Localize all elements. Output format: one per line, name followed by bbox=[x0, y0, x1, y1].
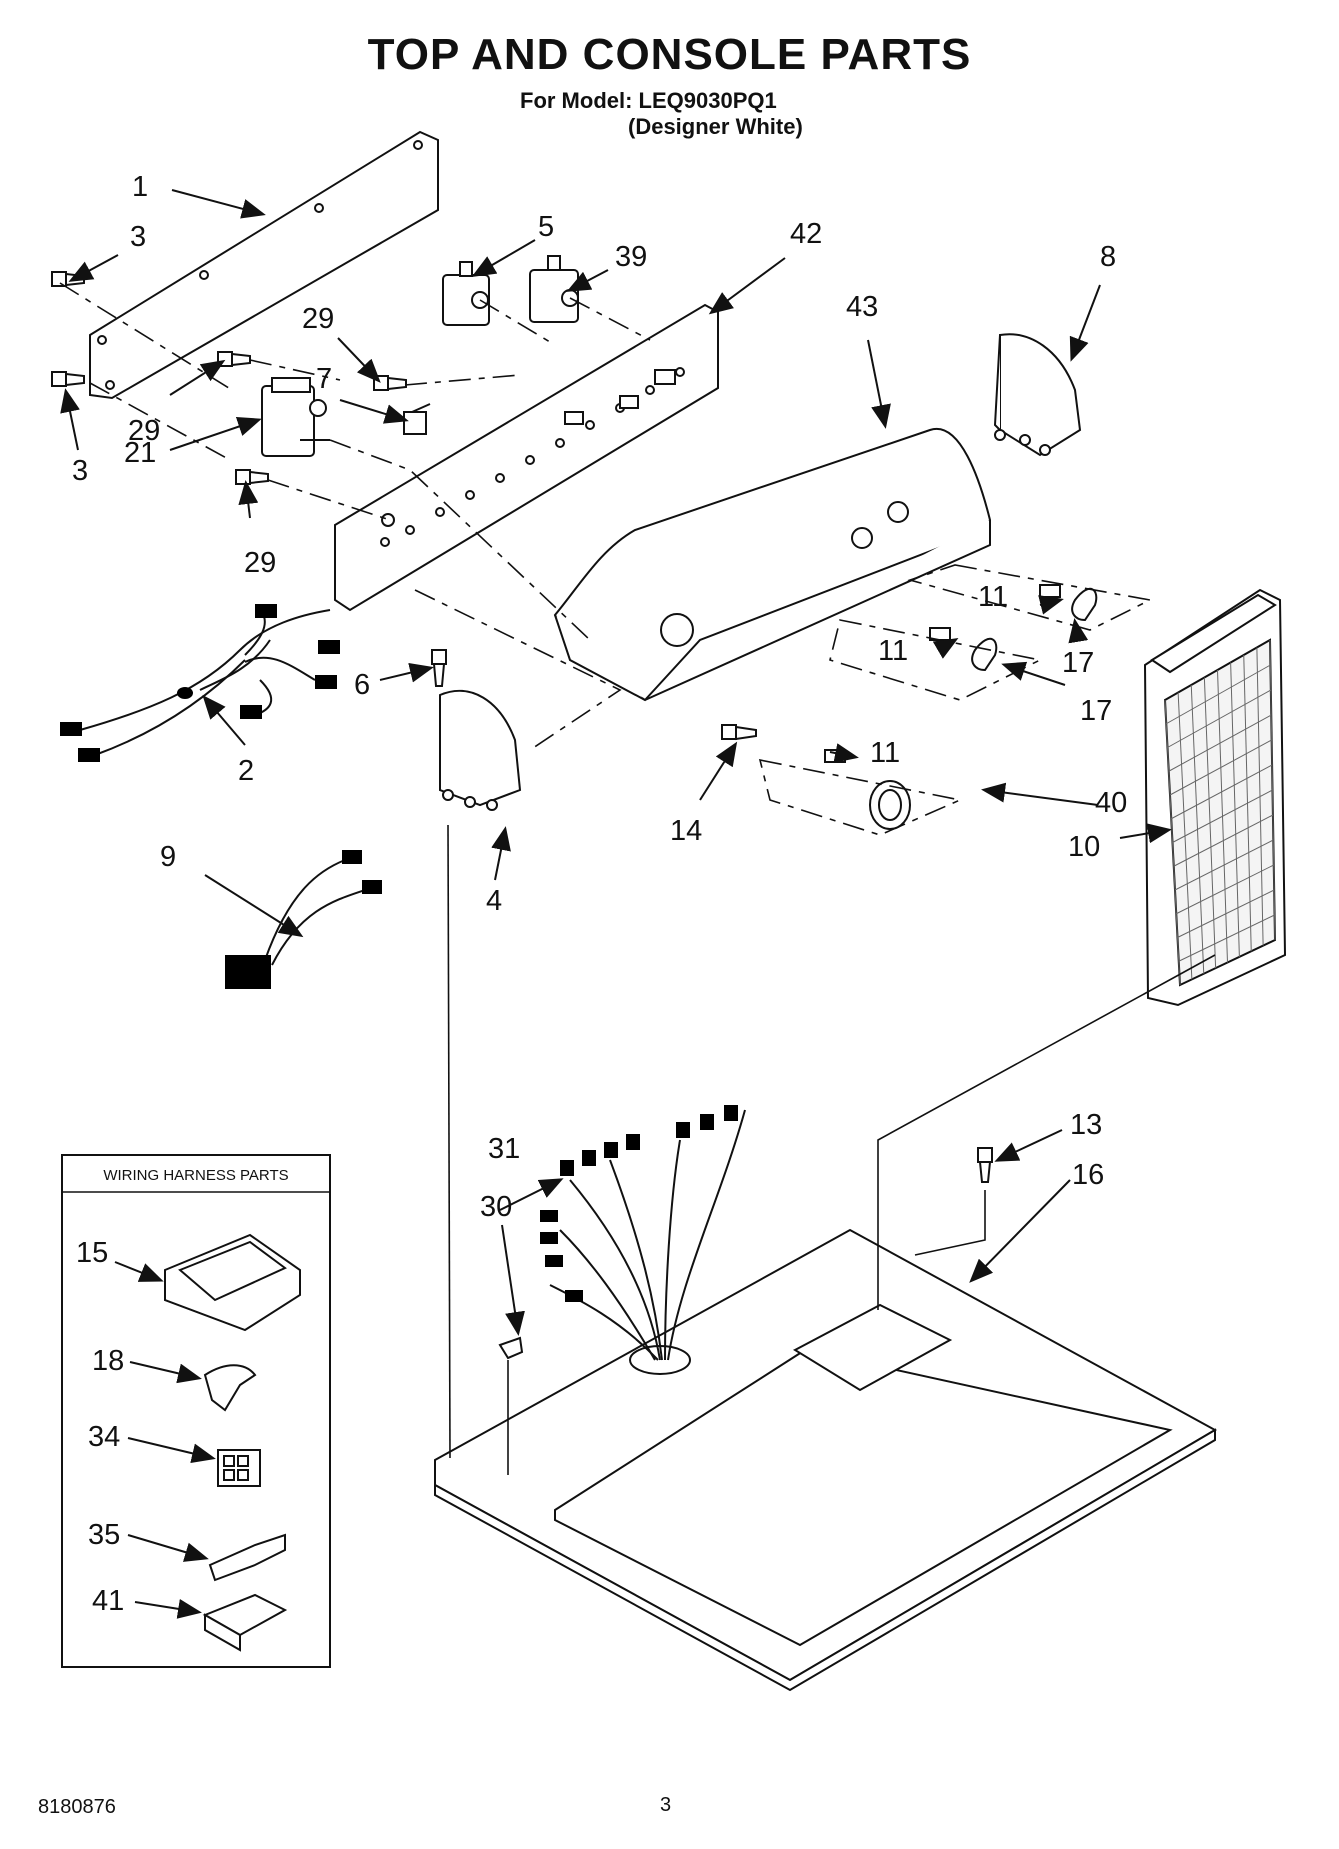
callout-8: 8 bbox=[1100, 241, 1116, 273]
part-31-main-harness bbox=[540, 1105, 746, 1361]
mesh-line bbox=[1174, 839, 1274, 891]
part-1-console-back-panel bbox=[89, 130, 439, 400]
callout-30: 30 bbox=[480, 1191, 512, 1223]
part-30-clip bbox=[498, 1336, 524, 1360]
harness-9-terminal-a bbox=[342, 850, 362, 864]
callout-6: 6 bbox=[354, 669, 370, 701]
lint-screen-mesh bbox=[1164, 639, 1276, 986]
callout-10: 10 bbox=[1068, 831, 1100, 863]
mesh-line bbox=[1176, 864, 1274, 915]
part-11-clip-upper bbox=[1039, 584, 1061, 598]
callout-35: 35 bbox=[88, 1519, 120, 1551]
part-7-clip bbox=[403, 403, 431, 435]
harness-2-terminal-e bbox=[315, 675, 337, 689]
part-41-connector bbox=[202, 1593, 288, 1652]
part-18-clip bbox=[203, 1364, 257, 1412]
mesh-line bbox=[1167, 689, 1272, 748]
callout-3-upper: 3 bbox=[130, 221, 146, 253]
part-43-console-housing bbox=[553, 427, 992, 702]
part-2-wire-harness bbox=[60, 604, 340, 762]
variant-line: (Designer White) bbox=[628, 114, 803, 139]
mesh-line bbox=[1172, 789, 1273, 843]
part-29-screw-left bbox=[217, 351, 251, 367]
mesh-line bbox=[1177, 889, 1275, 938]
callout-1: 1 bbox=[132, 171, 148, 203]
callout-39: 39 bbox=[615, 241, 647, 273]
part-13-screw bbox=[977, 1147, 993, 1183]
wiring-harness-parts-inset: WIRING HARNESS PARTS bbox=[61, 1154, 331, 1668]
callout-17-upper: 17 bbox=[1062, 647, 1094, 679]
part-35-terminal bbox=[208, 1533, 286, 1582]
leader-arrows bbox=[60, 189, 1172, 1619]
callout-7: 7 bbox=[316, 363, 332, 395]
callout-11-upper: 11 bbox=[978, 581, 1008, 613]
mesh-line bbox=[1171, 764, 1273, 820]
mesh-line bbox=[1169, 739, 1272, 796]
callout-11-middle: 11 bbox=[878, 635, 908, 667]
callout-34: 34 bbox=[88, 1421, 120, 1453]
part-42-console-plate bbox=[334, 303, 719, 612]
callout-labels: 1 3 3 29 29 29 7 21 5 39 42 43 8 6 2 4 9… bbox=[72, 171, 1127, 1617]
callout-14: 14 bbox=[670, 815, 702, 847]
callout-21: 21 bbox=[124, 437, 156, 469]
part-4-end-cap-left bbox=[439, 689, 522, 811]
page-title: TOP AND CONSOLE PARTS bbox=[367, 30, 972, 79]
document-number: 8180876 bbox=[38, 1796, 116, 1818]
callout-31: 31 bbox=[488, 1133, 520, 1165]
callout-11-lower: 11 bbox=[870, 737, 900, 769]
callout-18: 18 bbox=[92, 1345, 124, 1377]
harness-2-ring bbox=[177, 687, 193, 699]
callout-3-lower: 3 bbox=[72, 455, 88, 487]
callout-41: 41 bbox=[92, 1585, 124, 1617]
callout-29-middle: 29 bbox=[302, 303, 334, 335]
part-21-switch bbox=[261, 377, 330, 457]
part-17-knob-upper bbox=[1071, 587, 1098, 622]
callout-17-lower: 17 bbox=[1080, 695, 1112, 727]
mesh-line bbox=[1178, 914, 1275, 962]
part-34-connector bbox=[217, 1449, 261, 1487]
harness-9-terminal-b bbox=[362, 880, 382, 894]
part-11-clip-lower bbox=[824, 749, 846, 763]
page-number: 3 bbox=[660, 1794, 672, 1816]
assembly-dash-lines bbox=[59, 282, 1216, 1475]
part-3-screw-upper bbox=[51, 271, 85, 287]
callout-16: 16 bbox=[1072, 1159, 1104, 1191]
callout-40: 40 bbox=[1095, 787, 1127, 819]
harness-2-terminal-f bbox=[240, 705, 262, 719]
mesh-line bbox=[1168, 714, 1272, 772]
part-8-end-cap-right bbox=[993, 333, 1082, 457]
part-14-screw bbox=[721, 724, 757, 741]
callout-5: 5 bbox=[538, 211, 554, 243]
harness-9-plug bbox=[225, 955, 271, 989]
mesh-line bbox=[1166, 664, 1271, 725]
callout-42: 42 bbox=[790, 218, 822, 250]
part-39-switch bbox=[529, 255, 579, 323]
part-40-dial-knob bbox=[869, 780, 911, 830]
part-29-screw-middle bbox=[373, 375, 407, 391]
part-15-connector-block bbox=[164, 1233, 301, 1332]
callout-13: 13 bbox=[1070, 1109, 1102, 1141]
part-16-top-panel bbox=[434, 1228, 1218, 1692]
part-3-screw-lower bbox=[51, 371, 85, 387]
harness-2-terminal-d bbox=[318, 640, 340, 654]
harness-2-terminal-a bbox=[60, 722, 82, 736]
part-9-wire-harness bbox=[225, 850, 382, 989]
part-17-knob-middle bbox=[971, 637, 998, 672]
model-line: For Model: LEQ9030PQ1 bbox=[520, 88, 777, 113]
callout-4: 4 bbox=[486, 885, 502, 917]
part-29-screw-lower bbox=[235, 469, 269, 485]
callout-9: 9 bbox=[160, 841, 176, 873]
callout-15: 15 bbox=[76, 1237, 108, 1269]
part-6-screw bbox=[431, 649, 447, 687]
callout-29-lower: 29 bbox=[244, 547, 276, 579]
callout-43: 43 bbox=[846, 291, 878, 323]
harness-2-terminal-b bbox=[78, 748, 100, 762]
mesh-line bbox=[1173, 814, 1274, 867]
harness-2-terminal-c bbox=[255, 604, 277, 618]
callout-29-left: 29 bbox=[128, 415, 160, 447]
inset-title: WIRING HARNESS PARTS bbox=[103, 1167, 288, 1184]
callout-2: 2 bbox=[238, 755, 254, 787]
